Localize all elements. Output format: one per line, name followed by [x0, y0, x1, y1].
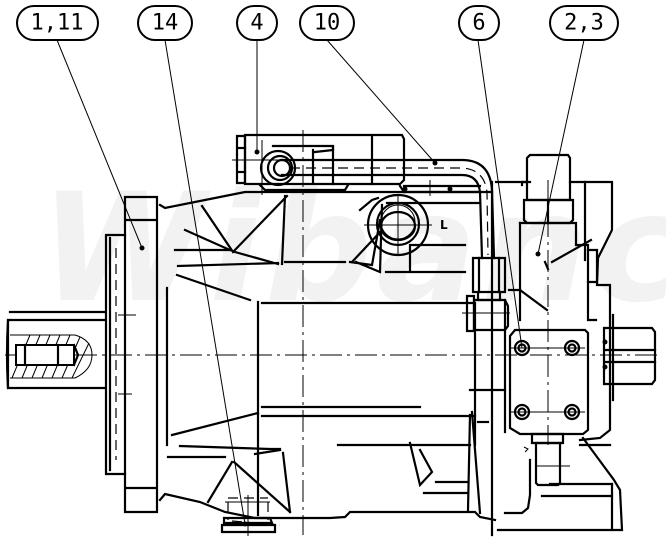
leader-6 [477, 39, 523, 349]
mounting-flange [104, 195, 159, 514]
callout-balloon-10[interactable]: 10 [299, 5, 355, 41]
leader-10 [326, 39, 436, 164]
port-l: L [358, 180, 482, 257]
drive-shaft [5, 310, 107, 390]
pump-housing [158, 180, 507, 537]
leader-14 [164, 39, 246, 525]
callout-label: 2,3 [564, 11, 604, 36]
control-valve [494, 153, 657, 532]
callout-label: 1,11 [31, 11, 84, 36]
callout-label: 14 [152, 11, 179, 36]
callout-balloon-2-3[interactable]: 2,3 [549, 5, 619, 41]
watermark-text: Wibanco [40, 162, 666, 336]
callout-balloon-6[interactable]: 6 [458, 5, 500, 41]
port-l-label: L [440, 218, 448, 232]
callout-label: 10 [314, 11, 341, 36]
callout-balloon-14[interactable]: 14 [137, 5, 193, 41]
callout-label: 4 [250, 11, 263, 36]
callout-balloon-4[interactable]: 4 [236, 5, 278, 41]
leader-1-11 [56, 39, 143, 249]
callout-label: 6 [472, 11, 485, 36]
leader-2-3 [537, 39, 585, 255]
drain-plug [220, 495, 281, 536]
control-line-pipe [280, 158, 510, 333]
callout-balloon-1-11[interactable]: 1,11 [16, 5, 99, 41]
leader-lines [56, 39, 585, 525]
